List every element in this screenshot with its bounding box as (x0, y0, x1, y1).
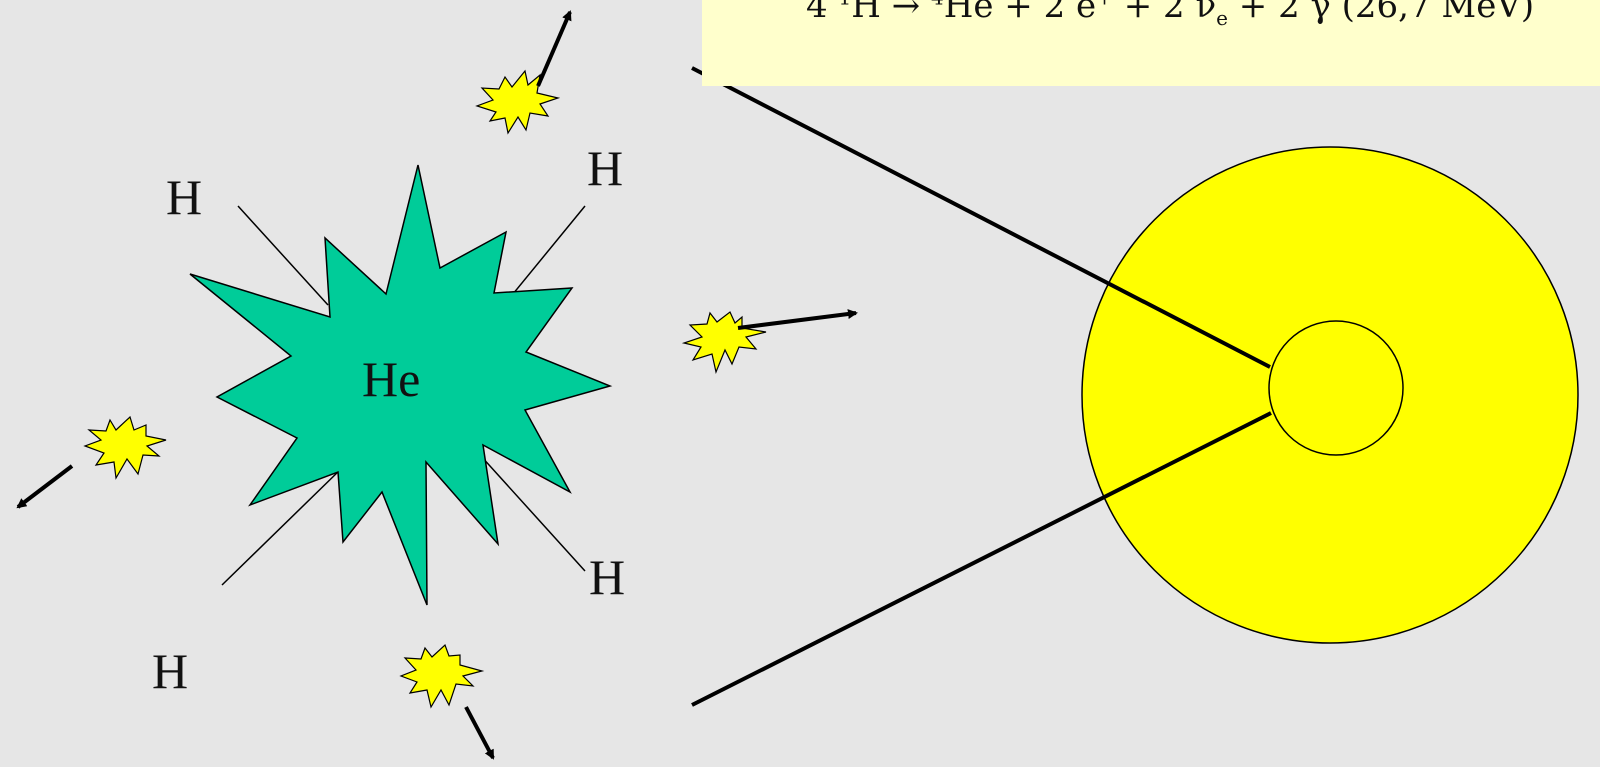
photon-arrow-icon (737, 309, 858, 330)
h-mass-number: 1 (838, 0, 851, 10)
h-link-bottom-right (479, 454, 586, 572)
h-link-top-right (507, 205, 586, 301)
he-symbol: He (943, 0, 994, 26)
positron-charge: + (1096, 0, 1113, 10)
gamma-term: + 2 γ (26,7 MeV) (1227, 0, 1535, 26)
hydrogen-label-top-left: H (166, 169, 203, 225)
positron-term: + 2 e (1004, 0, 1097, 26)
photon-arrow-icon (464, 706, 495, 760)
zoom-line-lower (691, 411, 1272, 707)
equation-box: 4 1H → 4He + 2 e+ + 2 νe + 2 γ (26,7 MeV… (702, 0, 1600, 86)
fusion-equation: 4 1H → 4He + 2 e+ + 2 νe + 2 γ (26,7 MeV… (806, 0, 1535, 28)
zoom-line-upper (691, 66, 1271, 369)
photon-burst-icon (681, 311, 767, 375)
photon-burst-icon (475, 69, 561, 135)
neutrino-subscript: e (1216, 5, 1228, 30)
h-link-top-left (237, 205, 329, 306)
sun-core (1268, 320, 1404, 456)
hydrogen-label-bottom-left: H (152, 643, 189, 699)
neutrino-term: + 2 ν (1112, 0, 1217, 26)
helium-label: He (362, 351, 421, 407)
helium-burst-icon (189, 164, 613, 606)
reaction-arrow: → (891, 0, 921, 26)
photon-burst-icon (83, 415, 167, 480)
photon-arrow-icon (536, 10, 572, 87)
hydrogen-label-top-right: H (587, 140, 624, 196)
h-link-bottom-left (221, 467, 343, 586)
photon-arrow-icon (16, 464, 74, 509)
he-mass-number: 4 (931, 0, 944, 10)
h-symbol: H (851, 0, 881, 26)
photon-burst-icon (399, 643, 485, 709)
h-coefficient: 4 (806, 0, 828, 26)
hydrogen-label-bottom-right: H (589, 549, 626, 605)
